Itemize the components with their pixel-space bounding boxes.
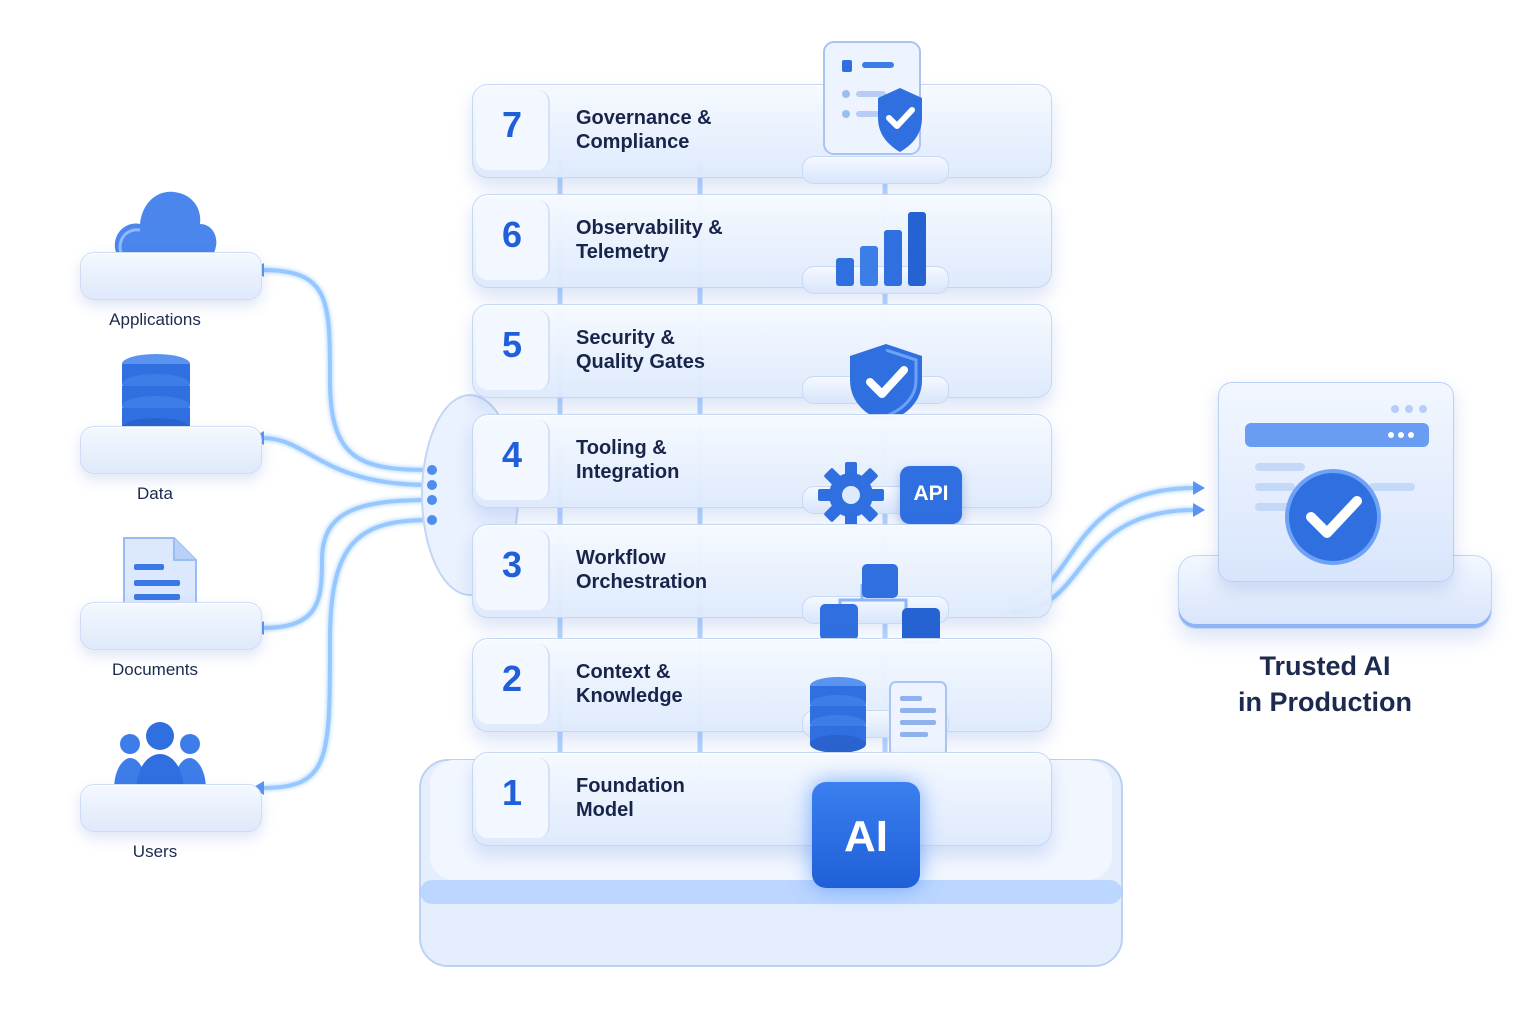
- check-screen-icon: [1245, 405, 1429, 565]
- layer-6-number-box: [476, 200, 550, 280]
- layer-6-slab: [472, 194, 1052, 288]
- layer-5-title: Security & Quality Gates: [576, 327, 705, 373]
- layer-3-slab: [472, 524, 1052, 618]
- layer-4-number: 4: [501, 434, 523, 475]
- layer-7-icon-tray: [802, 156, 949, 184]
- ai-chip-label: AI: [844, 812, 888, 861]
- layer-5-number-box: [476, 310, 550, 390]
- documents-platform: [80, 602, 262, 650]
- layer-1-title: Foundation Model: [576, 775, 685, 821]
- applications-platform: [80, 252, 262, 300]
- layer-7-title: Governance & Compliance: [576, 107, 712, 153]
- layer-7-slab: [472, 84, 1052, 178]
- api-badge-text: API: [913, 482, 949, 505]
- layer-5-slab: [472, 304, 1052, 398]
- layer-6-title: Observability & Telemetry: [576, 217, 723, 263]
- layer-1-slab: [472, 752, 1052, 846]
- output-label-line1: Trusted AI: [1259, 651, 1391, 681]
- checklist-shield-icon: [823, 41, 922, 155]
- input-connector-lines: [261, 268, 431, 790]
- layer-4-number-box: [476, 420, 550, 500]
- output-arrowheads: [1193, 481, 1205, 517]
- bar-chart-icon: [836, 212, 926, 286]
- output-label: Trusted AI in Production: [1205, 648, 1445, 720]
- shield-check-icon: [850, 344, 922, 422]
- connector-users: [261, 518, 431, 790]
- data-label: Data: [137, 484, 173, 503]
- layer-7-number-box: [476, 90, 550, 170]
- users-platform: [80, 784, 262, 832]
- hub-ports: [427, 465, 437, 525]
- output-label-line2: in Production: [1238, 687, 1412, 717]
- source-applications: Applications: [80, 180, 262, 330]
- layer-6-number: 6: [501, 214, 523, 255]
- connector-data: [261, 436, 431, 487]
- base-glow-edge: [420, 880, 1122, 904]
- layer-7: 7 Governance & Compliance: [472, 41, 1052, 184]
- layer-2: 2 Context & Knowledge: [472, 638, 1052, 757]
- ai-chip-icon: AI: [812, 782, 920, 888]
- api-badge: API: [900, 466, 962, 524]
- users-label: Users: [132, 842, 178, 861]
- layer-2-title: Context & Knowledge: [576, 661, 683, 707]
- layer-1: 1 Foundation Model AI: [472, 752, 1052, 888]
- gear-icon: [818, 462, 884, 528]
- arrowhead-output-2: [1193, 503, 1205, 517]
- layer-5-number: 5: [501, 324, 523, 365]
- source-data: Data: [80, 354, 262, 504]
- layer-2-slab: [472, 638, 1052, 732]
- connector-documents: [261, 498, 431, 630]
- source-documents: Documents: [80, 530, 262, 680]
- layer-1-number-box: [476, 758, 550, 838]
- layer-6: 6 Observability & Telemetry: [472, 194, 1052, 294]
- layer-4: 4 Tooling & Integration API: [472, 414, 1052, 528]
- layer-4-title: Tooling & Integration: [576, 437, 680, 483]
- arrowhead-output-1: [1193, 481, 1205, 495]
- workflow-nodes-icon: [820, 564, 940, 644]
- source-users: Users: [80, 712, 262, 862]
- data-platform: [80, 426, 262, 474]
- layer-7-number: 7: [501, 104, 523, 145]
- applications-label: Applications: [109, 310, 201, 329]
- output-screen: [1218, 382, 1454, 582]
- layer-3-title: Workflow Orchestration: [576, 547, 708, 593]
- layer-3: 3 Workflow Orchestration: [472, 524, 1052, 644]
- connector-applications: [261, 268, 431, 472]
- documents-label: Documents: [112, 660, 198, 679]
- database-document-icon: [810, 677, 947, 757]
- layer-2-number-box: [476, 644, 550, 724]
- layer-5: 5 Security & Quality Gates: [472, 304, 1052, 422]
- layer-2-number: 2: [501, 658, 523, 699]
- layer-3-number-box: [476, 530, 550, 610]
- layer-3-number: 3: [501, 544, 523, 585]
- layer-1-number: 1: [501, 772, 523, 813]
